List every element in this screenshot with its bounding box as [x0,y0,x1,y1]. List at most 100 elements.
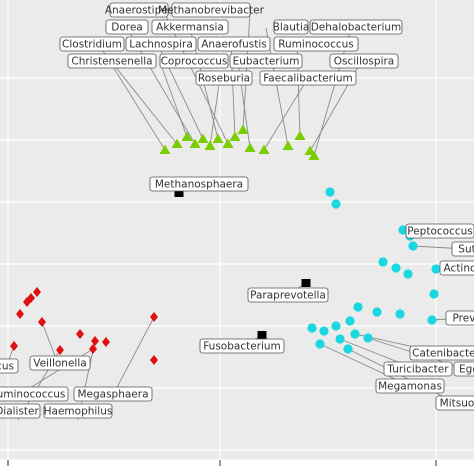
point-label-20: Sut [451,241,474,257]
point-label-16: Methanosphaera [149,176,249,192]
point-label-text-10: Christensenella [71,56,152,68]
point-label-28: cus [0,358,19,374]
data-point-1-9 [429,289,439,299]
point-label-text-11: Coprococcus [161,56,228,68]
point-label-6: Clostridium [59,36,125,52]
data-point-0-0 [159,144,171,154]
data-point-0-14 [308,150,320,160]
data-point-1-4 [408,241,418,251]
point-label-text-22: Prev [453,313,474,325]
point-label-text-7: Lachnospira [129,39,193,51]
data-point-0-15 [304,145,316,155]
data-point-2-11 [56,345,64,355]
point-label-text-25: Egg [459,364,474,376]
point-label-box-13 [329,53,399,69]
point-label-box-29 [29,355,91,371]
point-label-text-13: Oscillospira [334,56,395,68]
point-label-33: Haemophilus [43,403,113,419]
data-point-2-3 [16,309,24,319]
data-point-1-10 [353,302,363,312]
leader-line-2-5 [112,316,155,396]
point-label-text-23: Catenibacter [412,348,474,360]
data-point-1-21 [315,339,325,349]
point-label-text-1: Methanobrevibacter [158,5,265,17]
point-label-box-33 [43,403,113,419]
data-point-0-5 [204,140,216,150]
data-point-0-4 [197,133,209,143]
point-label-12: Eubacterium [229,53,303,69]
point-label-box-2 [105,19,149,35]
point-label-box-10 [67,53,157,69]
point-label-text-20: Sut [458,244,474,256]
point-label-26: Megamonas [375,378,445,394]
point-label-9: Ruminococcus [273,36,359,52]
point-label-1: Methanobrevibacter [158,2,265,18]
point-label-text-27: Mitsuo [440,398,474,410]
point-label-text-28: cus [0,361,14,373]
point-label-10: Christensenella [67,53,157,69]
point-label-text-18: Fusobacterium [203,341,281,353]
data-point-1-17 [307,323,317,333]
data-point-0-9 [237,124,249,134]
point-label-7: Lachnospira [125,36,197,52]
data-point-1-22 [343,344,353,354]
point-label-box-7 [125,36,197,52]
data-point-0-3 [189,138,201,148]
data-point-3-0 [174,189,184,197]
point-label-text-2: Dorea [111,22,143,34]
data-point-1-19 [363,333,373,343]
data-point-0-6 [212,133,224,143]
data-point-1-16 [319,326,329,336]
point-label-5: Dehalobacterium [309,19,403,35]
data-point-1-2 [398,225,408,235]
leader-line-0-2 [159,61,188,138]
data-point-0-7 [222,138,234,148]
point-label-text-15: Faecalibacterium [263,73,353,85]
leader-line-0-11 [263,77,309,151]
data-point-1-8 [431,264,441,274]
point-label-text-26: Megamonas [378,381,442,393]
point-label-text-24: Turicibacter [386,364,449,376]
data-point-2-12 [10,341,18,351]
data-point-0-1 [171,138,183,148]
data-points [10,124,441,365]
point-label-31: uminococcus [0,386,69,402]
point-label-30: Megasphaera [73,386,153,402]
data-point-1-0 [325,187,335,197]
data-point-0-2 [181,131,193,141]
point-label-0: Anaerostipes [105,2,173,18]
point-label-box-1 [171,2,251,18]
point-label-box-19 [405,223,474,239]
point-label-text-12: Eubacterium [233,56,300,68]
leader-line-0-0 [109,61,166,151]
point-label-text-32: Dialister [0,406,39,418]
point-label-box-28 [0,358,19,374]
data-point-2-2 [23,297,31,307]
data-point-2-10 [150,355,158,365]
data-point-2-6 [76,329,84,339]
point-label-text-29: Veillonella [33,358,86,370]
point-label-text-6: Clostridium [62,39,122,51]
data-point-2-9 [89,344,97,354]
point-label-3: Akkermansia [151,19,229,35]
point-label-14: Roseburia [195,70,253,86]
point-label-box-4 [273,19,309,35]
point-label-box-30 [73,386,153,402]
point-label-4: Blautia [273,19,309,35]
point-label-box-9 [273,36,359,52]
point-label-text-9: Ruminococcus [278,39,354,51]
point-label-text-16: Methanosphaera [155,179,243,191]
point-label-box-27 [435,395,474,411]
point-label-8: Anaerofustis [197,36,271,52]
data-point-2-4 [38,317,46,327]
point-label-29: Veillonella [29,355,91,371]
point-label-25: Egg [453,361,474,377]
point-label-2: Dorea [105,19,149,35]
point-label-box-23 [409,345,474,361]
point-label-box-21 [439,260,474,276]
leader-line-1-22 [347,348,459,405]
data-point-1-11 [372,307,382,317]
data-point-2-8 [102,337,110,347]
data-point-0-11 [258,144,270,154]
